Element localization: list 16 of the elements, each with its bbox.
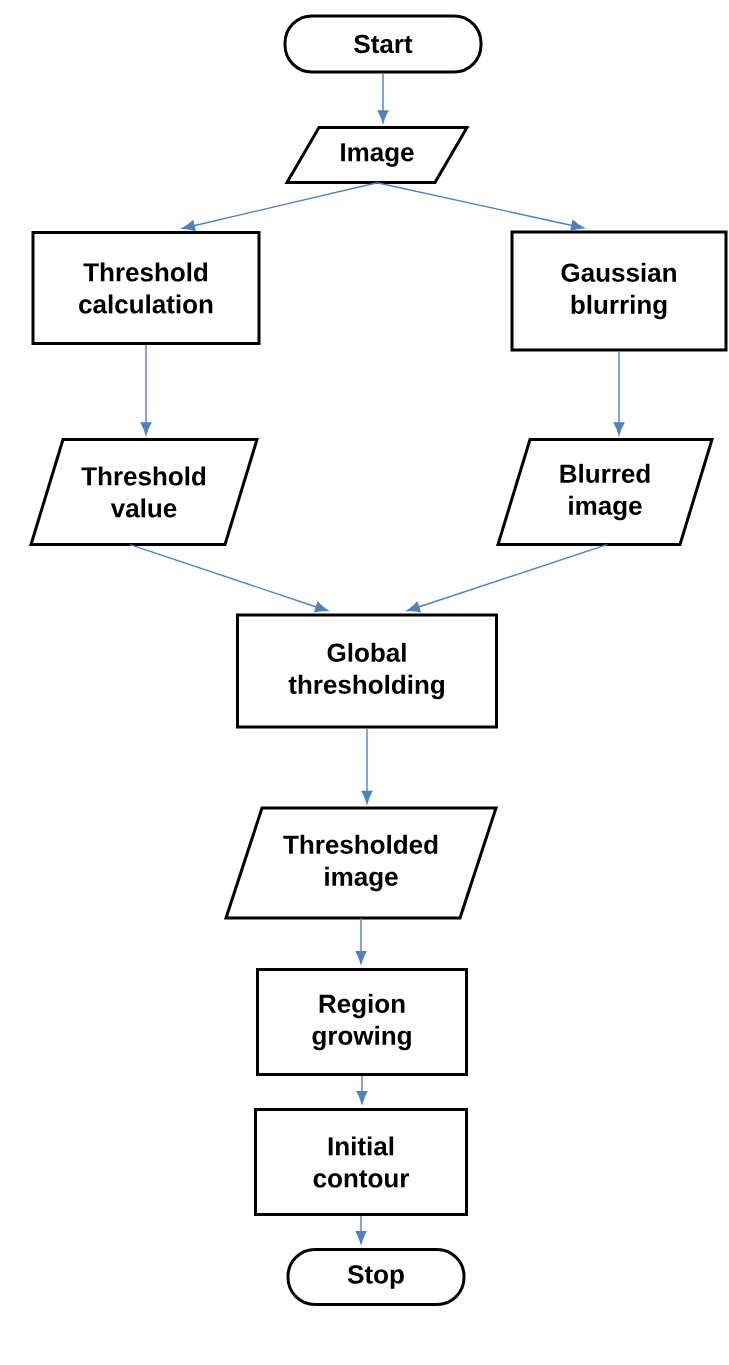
arrow [356, 1075, 368, 1104]
process-box: Threshold calculation [31, 231, 261, 345]
arrow [376, 182, 585, 231]
process-box: Region growing [256, 968, 468, 1076]
arrow [355, 917, 367, 964]
arrow [181, 182, 378, 232]
arrow [377, 72, 389, 124]
process-box: Gaussian blurring [510, 230, 728, 352]
process-box: Global thresholding [236, 613, 498, 729]
arrow [406, 544, 608, 613]
arrow [140, 344, 152, 436]
process-box: Initial contour [254, 1108, 468, 1216]
arrow [355, 1215, 367, 1244]
arrow [361, 727, 373, 804]
arrow [129, 544, 329, 613]
arrow [613, 350, 625, 436]
